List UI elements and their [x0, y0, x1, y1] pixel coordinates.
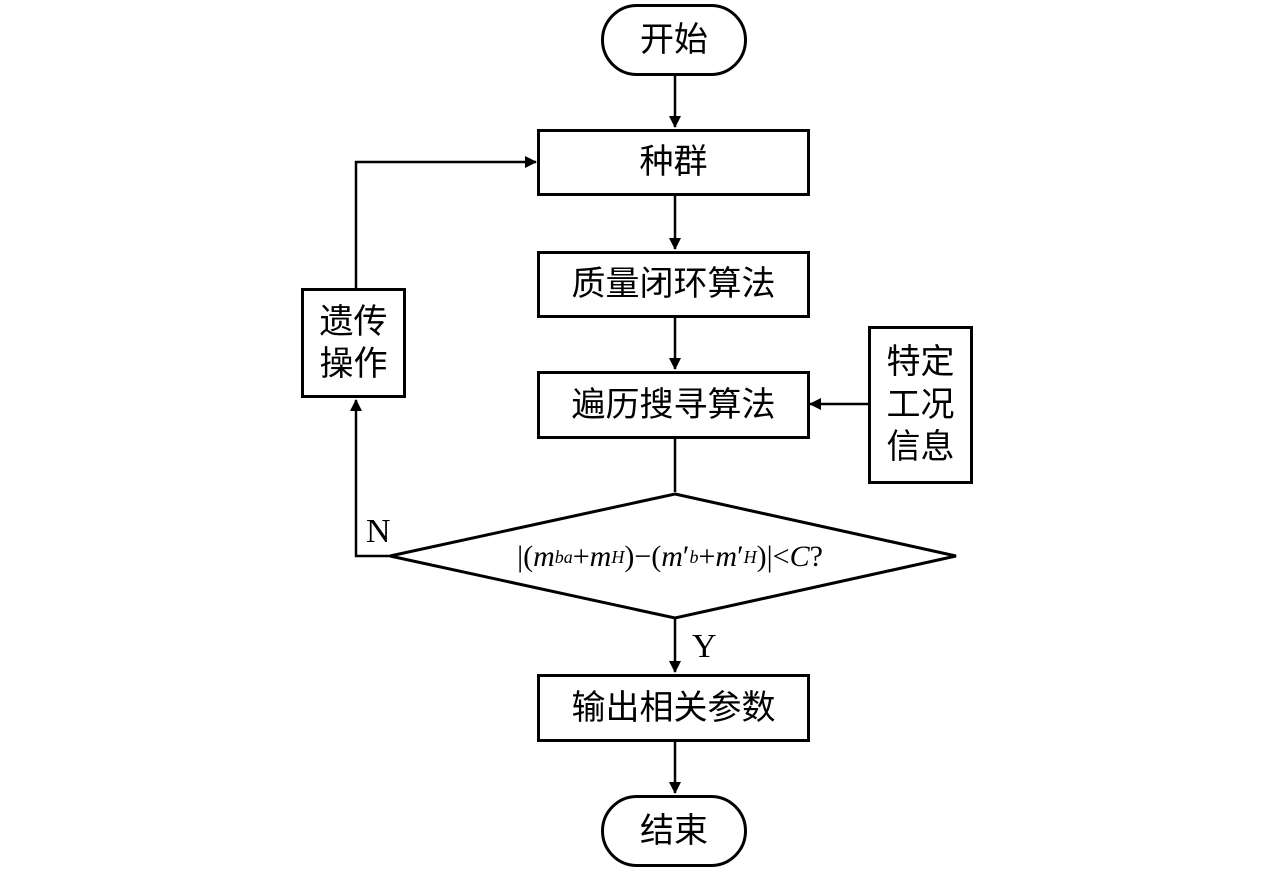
start-label: 开始 — [640, 19, 708, 60]
arrow-no-to-genetic — [350, 399, 390, 558]
yes-branch-label: Y — [692, 628, 717, 665]
output-params-label: 输出相关参数 — [571, 687, 776, 728]
condition-info-line-1: 特定 — [886, 342, 955, 383]
condition-info-line-3: 信息 — [886, 427, 955, 468]
arrow-genetic-to-population — [354, 156, 537, 288]
population-box: 种群 — [537, 129, 810, 196]
mass-closed-loop-label: 质量闭环算法 — [571, 264, 776, 305]
traversal-search-label: 遍历搜寻算法 — [571, 384, 776, 425]
no-branch-label: N — [366, 513, 391, 550]
decision-diamond — [389, 492, 957, 620]
mass-closed-loop-box: 质量闭环算法 — [537, 251, 810, 318]
traversal-search-box: 遍历搜寻算法 — [537, 371, 810, 439]
output-params-box: 输出相关参数 — [537, 674, 810, 742]
start-terminal: 开始 — [601, 4, 747, 76]
genetic-op-line-2: 操作 — [319, 344, 388, 384]
condition-info-line-2: 工况 — [886, 384, 955, 425]
population-label: 种群 — [639, 142, 708, 183]
genetic-operation-box: 遗传 操作 — [301, 288, 406, 398]
condition-info-box: 特定 工况 信息 — [868, 326, 973, 484]
end-terminal: 结束 — [601, 795, 747, 867]
genetic-op-line-1: 遗传 — [319, 301, 388, 342]
end-label: 结束 — [640, 810, 708, 851]
